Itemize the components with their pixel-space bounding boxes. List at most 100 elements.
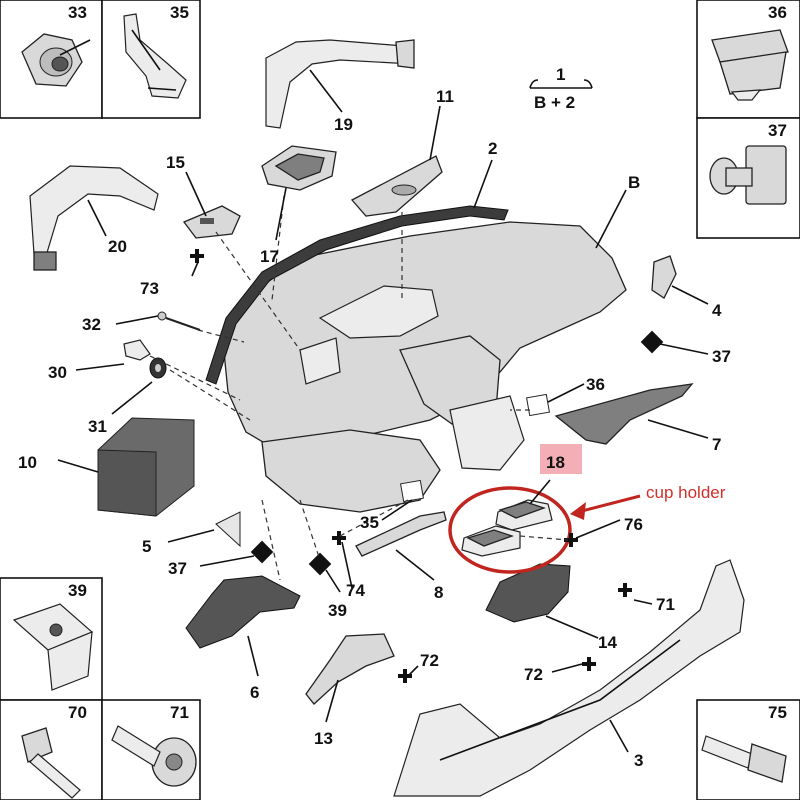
plus-icon-76 <box>564 533 578 547</box>
cup-holder-upper-recess <box>498 501 546 519</box>
formula-bottom: B + 2 <box>534 93 575 112</box>
storage-box <box>97 417 195 517</box>
bolt-30 <box>123 339 151 361</box>
label-32: 32 <box>82 315 101 334</box>
label-19: 19 <box>334 115 353 134</box>
label-B: B <box>628 173 640 192</box>
label-4: 4 <box>712 301 722 320</box>
formula-top: 1 <box>556 65 565 84</box>
foam-pad-39 <box>308 552 332 576</box>
grille-center-icon <box>391 184 417 196</box>
label-74: 74 <box>346 581 365 600</box>
console-bracket <box>485 563 571 623</box>
label-13: 13 <box>314 729 333 748</box>
grommet-31 <box>149 357 167 379</box>
label-76: 76 <box>624 515 643 534</box>
label-20: 20 <box>108 237 127 256</box>
switch-slot <box>200 218 214 224</box>
torx-screw-icon <box>111 725 197 787</box>
label-37-right: 37 <box>712 347 731 366</box>
label-15: 15 <box>166 153 185 172</box>
dashboard-panel <box>223 221 627 513</box>
label-6: 6 <box>250 683 259 702</box>
label-17: 17 <box>260 247 279 266</box>
windscreen-seal-strip <box>205 205 509 385</box>
spring-nut-icon <box>12 603 94 691</box>
air-duct-upper <box>265 39 413 129</box>
label-5: 5 <box>142 537 151 556</box>
corner-box-71: 71 <box>101 699 201 800</box>
corner-box-label: 37 <box>768 121 787 140</box>
arrow-head-icon <box>570 502 586 520</box>
label-3: 3 <box>634 751 643 770</box>
corner-box-label: 33 <box>68 3 87 22</box>
corner-box-39: 39 <box>0 577 103 701</box>
label-36: 36 <box>586 375 605 394</box>
corner-box-33: 33 <box>0 0 103 119</box>
label-72-left: 72 <box>420 651 439 670</box>
trim-strip <box>355 511 447 557</box>
label-39: 39 <box>328 601 347 620</box>
cup-holder-lower-recess <box>466 529 514 547</box>
air-duct-outlet <box>395 39 415 69</box>
cup-holder-circle <box>448 486 572 574</box>
assembly-lines <box>149 195 569 581</box>
foam-pad-37-right <box>640 330 664 354</box>
pad-35 <box>400 479 424 503</box>
cup-holder <box>448 444 582 574</box>
label-18: 18 <box>546 453 565 472</box>
plus-icon-72-left <box>398 669 412 683</box>
corner-box-37: 37 <box>696 117 800 239</box>
corner-box-label: 75 <box>768 703 787 722</box>
corner-box-75: 75 <box>696 699 800 800</box>
vent-housing-opening <box>274 153 325 181</box>
label-11: 11 <box>436 87 454 106</box>
side-trim-panel <box>554 383 694 445</box>
rivet-nut-icon <box>709 145 787 205</box>
label-7: 7 <box>712 435 721 454</box>
foam-pad-37-left <box>250 540 274 564</box>
cup-holder-callout: cup holder <box>570 483 726 520</box>
plus-icon-74 <box>332 531 346 545</box>
push-clip-icon <box>711 29 789 101</box>
pad-36 <box>526 393 550 417</box>
corner-box-label: 39 <box>68 581 87 600</box>
plus-markers <box>190 249 632 683</box>
cross-car-beam <box>393 559 745 797</box>
trim-triangle <box>215 511 241 548</box>
corner-box-36: 36 <box>696 0 800 119</box>
hex-bolt-icon <box>21 727 81 799</box>
label-10: 10 <box>18 453 37 472</box>
corner-box-70: 70 <box>0 699 103 800</box>
corner-box-label: 36 <box>768 3 787 22</box>
label-35: 35 <box>360 513 379 532</box>
side-bracket <box>651 255 677 299</box>
leader-lines <box>57 39 709 753</box>
label-71: 71 <box>656 595 675 614</box>
plus-icon-73 <box>190 249 204 263</box>
label-30: 30 <box>48 363 67 382</box>
label-14: 14 <box>598 633 617 652</box>
label-72-right: 72 <box>524 665 543 684</box>
assembly-formula: 1 B + 2 <box>529 65 593 112</box>
plus-icon-72-right <box>582 657 596 671</box>
corner-box-label: 70 <box>68 703 87 722</box>
label-31: 31 <box>88 417 107 436</box>
label-2: 2 <box>488 139 497 158</box>
label-8: 8 <box>434 583 443 602</box>
label-37-left: 37 <box>168 559 187 578</box>
flange-nut-icon <box>21 33 83 87</box>
plus-icon-71 <box>618 583 632 597</box>
center-bracket <box>305 633 395 705</box>
lower-knee-panel <box>185 575 301 649</box>
screw-32 <box>157 311 201 331</box>
corner-box-label: 71 <box>170 703 189 722</box>
corner-box-35: 35 <box>101 0 201 119</box>
cup-holder-annotation: cup holder <box>646 483 726 502</box>
side-duct-outlet <box>33 251 57 271</box>
label-73: 73 <box>140 279 159 298</box>
clip-bracket-icon <box>123 13 187 99</box>
corner-box-label: 35 <box>170 3 189 22</box>
cup-holder-highlight <box>540 444 582 474</box>
